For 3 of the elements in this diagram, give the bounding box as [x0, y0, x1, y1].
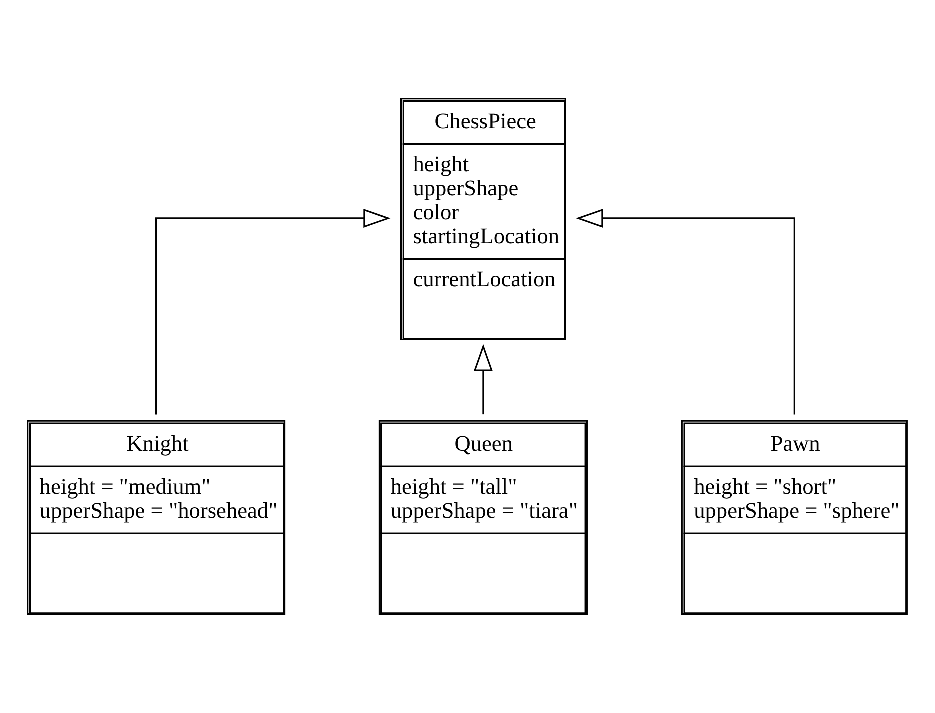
arrow: [576, 208, 796, 415]
arrow: [156, 208, 391, 415]
arrow: [474, 344, 493, 415]
